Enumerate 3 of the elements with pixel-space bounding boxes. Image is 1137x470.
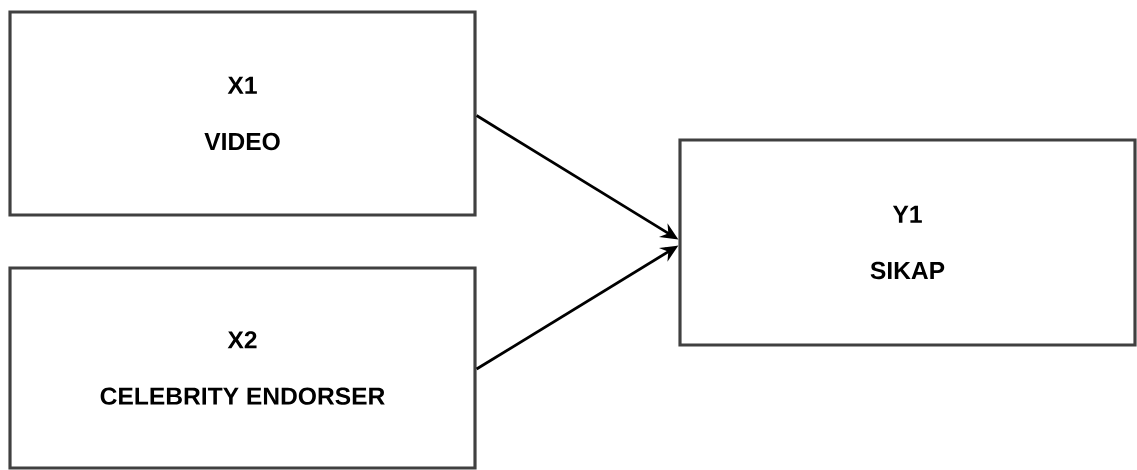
variable-box: X1 VIDEO <box>8 10 477 217</box>
variable-box: Y1 SIKAP <box>678 138 1137 347</box>
variable-box: X2 CELEBRITY ENDORSER <box>8 266 477 470</box>
